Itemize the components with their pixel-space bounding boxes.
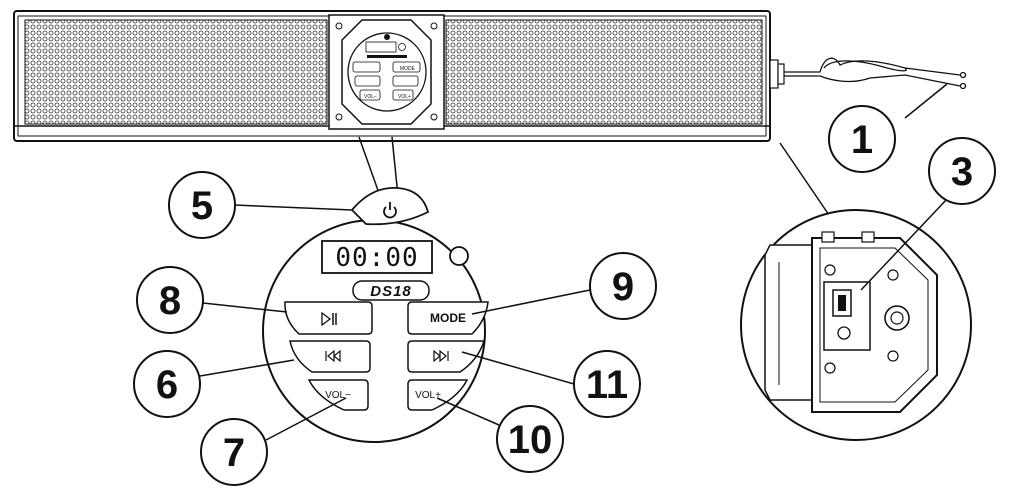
mode-button[interactable] xyxy=(407,301,489,335)
brand-logo: DS18 xyxy=(370,283,412,300)
leader-lines xyxy=(199,83,949,441)
mini-vol-minus-label: VOL− xyxy=(364,94,377,100)
mode-button-label: MODE xyxy=(430,311,466,325)
right-speaker-grille xyxy=(445,19,763,125)
soundbar: MODE VOL− VOL+ xyxy=(13,10,967,142)
volume-up-label: VOL+ xyxy=(415,390,441,401)
callout-11: 11 xyxy=(573,350,641,418)
ir-sensor xyxy=(449,246,469,266)
mini-vol-plus-label: VOL+ xyxy=(398,94,411,100)
usb-port-icon xyxy=(838,295,846,311)
aux-jack[interactable] xyxy=(884,305,910,331)
previous-track-button[interactable] xyxy=(289,340,371,373)
lcd-display xyxy=(321,240,433,274)
display-time: 00:00 xyxy=(335,243,418,273)
callout-7: 7 xyxy=(200,418,268,486)
svg-text:7: 7 xyxy=(223,431,245,475)
callout-10: 10 xyxy=(496,405,564,473)
callout-8: 8 xyxy=(136,266,204,334)
callout-9: 9 xyxy=(589,252,657,320)
svg-text:6: 6 xyxy=(156,363,178,407)
svg-text:8: 8 xyxy=(159,279,181,323)
play-pause-icon xyxy=(321,311,337,327)
volume-up-button[interactable] xyxy=(407,379,469,411)
callout-1: 1 xyxy=(828,105,896,173)
svg-text:1: 1 xyxy=(851,118,873,162)
svg-text:5: 5 xyxy=(191,184,213,228)
power-cable xyxy=(784,57,967,90)
volume-down-label: VOL− xyxy=(325,390,351,401)
svg-text:11: 11 xyxy=(586,363,628,407)
next-track-icon xyxy=(433,349,449,363)
control-panel-detail: 00:00 DS18 MODE VOL− xyxy=(262,136,489,443)
left-speaker-grille xyxy=(24,19,328,125)
callout-6: 6 xyxy=(133,350,201,418)
power-icon xyxy=(383,202,397,219)
usb-port-detail xyxy=(740,142,972,441)
callout-5: 5 xyxy=(168,171,236,239)
mini-mode-label: MODE xyxy=(400,66,416,72)
mini-control-panel: MODE VOL− VOL+ xyxy=(352,34,421,101)
svg-text:9: 9 xyxy=(612,265,634,309)
volume-down-button[interactable] xyxy=(307,379,369,411)
callout-3: 3 xyxy=(928,137,996,205)
svg-text:3: 3 xyxy=(951,150,973,194)
svg-text:10: 10 xyxy=(508,418,553,462)
previous-track-icon xyxy=(325,349,341,363)
